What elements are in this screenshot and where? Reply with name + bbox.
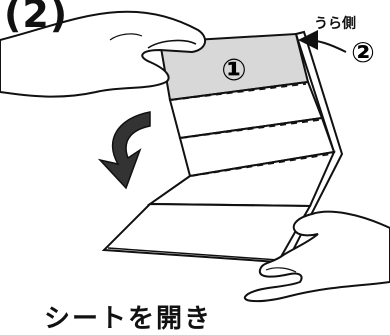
fold-line bbox=[153, 203, 309, 207]
marker-2-label: ② bbox=[351, 36, 375, 69]
curved-arrow-icon bbox=[97, 111, 151, 190]
right-hand-shape bbox=[244, 210, 390, 303]
marker-2: ② bbox=[298, 30, 375, 69]
left-thumb bbox=[147, 39, 197, 49]
right-finger bbox=[265, 267, 297, 273]
right-hand bbox=[244, 210, 390, 303]
panel-5 bbox=[101, 202, 312, 264]
left-hand-shape bbox=[0, 10, 207, 98]
step-number: (2) bbox=[4, 0, 69, 36]
marker-2-pointer bbox=[298, 30, 347, 53]
left-knuckle bbox=[109, 33, 143, 41]
instruction-caption: シートを開き bbox=[44, 304, 213, 334]
fold-line bbox=[181, 119, 321, 139]
turn-arrow bbox=[97, 111, 151, 190]
illustration-svg: ① ② bbox=[0, 10, 390, 303]
fold-line bbox=[191, 153, 333, 177]
back-side-label: うら側 bbox=[314, 16, 356, 32]
marker-1-label: ① bbox=[221, 53, 246, 88]
marker-1: ① bbox=[221, 53, 246, 88]
sheet-bottom-edge bbox=[107, 247, 279, 261]
fold-line bbox=[171, 83, 307, 101]
left-hand bbox=[0, 10, 207, 98]
